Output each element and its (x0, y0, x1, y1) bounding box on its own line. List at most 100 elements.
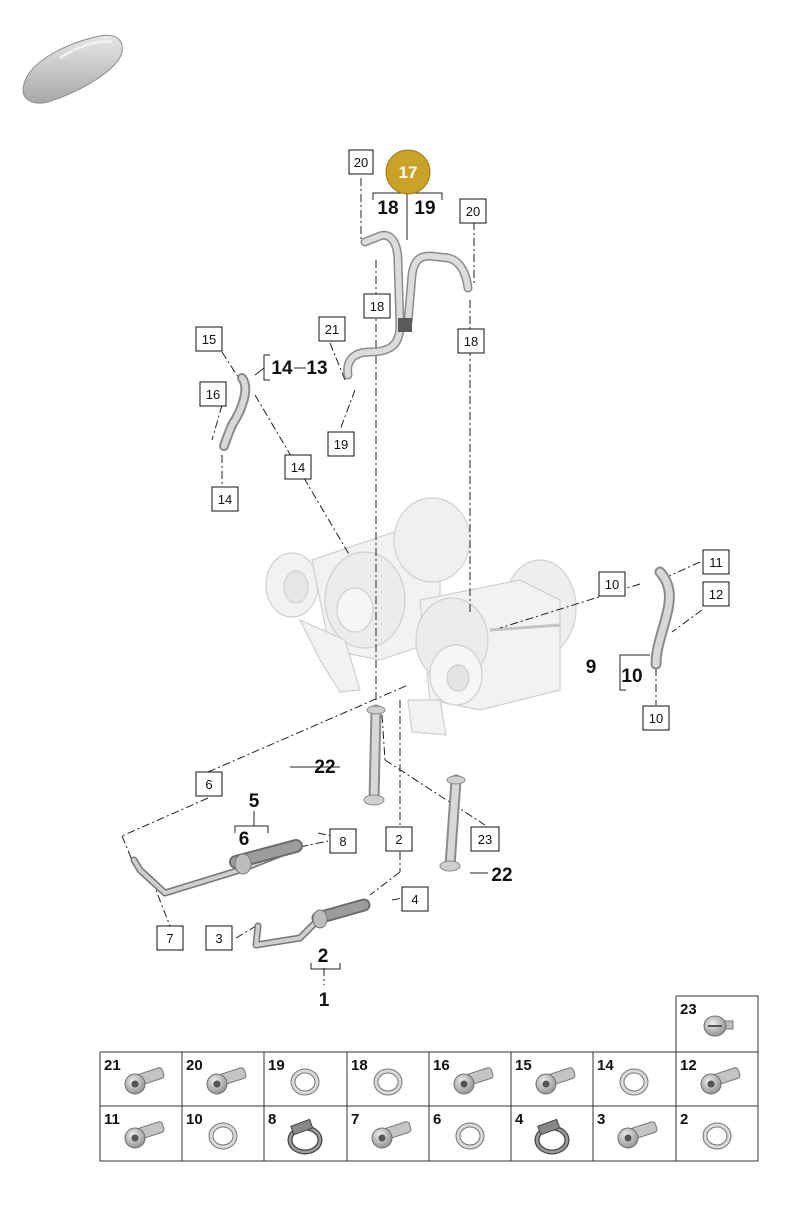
callout-3[interactable]: 3 (205, 925, 233, 951)
highlight-badge[interactable]: 17 (385, 149, 431, 195)
parts-table-cells: 23 21 20 19 18 16 15 14 12 11 10 8 7 6 4 3 2 (104, 1001, 741, 1155)
svg-text:6: 6 (205, 777, 212, 792)
ring-icon (702, 1122, 732, 1150)
bolt-icon (124, 1121, 165, 1149)
part-number: 12 (680, 1057, 697, 1074)
svg-text:18: 18 (464, 334, 478, 349)
callout-11[interactable]: 11 (702, 549, 730, 575)
callout-20a[interactable]: 20 (348, 149, 374, 175)
group-labels: 18 19 14 13 9 10 22 22 5 6 2 1 (239, 198, 643, 1011)
svg-text:23: 23 (478, 832, 492, 847)
group-label-6: 6 (239, 829, 250, 850)
part-number: 11 (104, 1111, 120, 1128)
callout-20b[interactable]: 20 (459, 198, 487, 224)
callout-2[interactable]: 2 (385, 826, 413, 852)
turbocharger-left (265, 497, 471, 693)
parts-table-cell-4[interactable]: 4 (515, 1111, 570, 1155)
part-number: 16 (433, 1057, 450, 1074)
group-label-1: 1 (319, 990, 330, 1011)
bolt-icon (206, 1067, 247, 1095)
parts-table-cell-14[interactable]: 14 (597, 1057, 649, 1096)
part-number: 14 (597, 1057, 614, 1074)
part-number: 7 (351, 1111, 359, 1128)
screw-head-icon (703, 1015, 734, 1037)
group-label-14: 14 (271, 358, 293, 379)
part-number: 2 (680, 1111, 688, 1128)
ring-icon (619, 1068, 649, 1096)
svg-text:3: 3 (215, 931, 222, 946)
bolt-icon (124, 1067, 165, 1095)
callout-18a[interactable]: 18 (363, 293, 391, 319)
turbocharger-right (407, 559, 577, 736)
svg-text:14: 14 (291, 460, 305, 475)
callout-15[interactable]: 15 (195, 326, 223, 352)
parts-table-cell-2[interactable]: 2 (680, 1111, 732, 1150)
group-label-18: 18 (377, 198, 398, 219)
callout-21[interactable]: 21 (318, 316, 346, 342)
parts-table-cell-10[interactable]: 10 (186, 1111, 238, 1150)
svg-text:14: 14 (218, 492, 232, 507)
svg-text:10: 10 (649, 711, 663, 726)
svg-text:20: 20 (466, 204, 480, 219)
parts-table-cell-21[interactable]: 21 (104, 1057, 165, 1095)
parts-table-cell-3[interactable]: 3 (597, 1111, 658, 1149)
parts-table-cell-11[interactable]: 11 (104, 1111, 165, 1149)
ring-icon (455, 1122, 485, 1150)
parts-table-cell-18[interactable]: 18 (351, 1057, 403, 1096)
group-label-19: 19 (414, 198, 435, 219)
callout-14b[interactable]: 14 (284, 454, 312, 480)
bolt-icon (371, 1121, 412, 1149)
callout-19[interactable]: 19 (327, 431, 355, 457)
parts-table-cell-16[interactable]: 16 (433, 1057, 494, 1095)
bolt-icon (700, 1067, 741, 1095)
callout-boxes: 20 20 18 18 21 19 15 16 14 14 11 10 12 1… (156, 149, 730, 951)
group-label-13: 13 (306, 358, 327, 379)
callout-14a[interactable]: 14 (211, 486, 239, 512)
part-number: 4 (515, 1111, 524, 1128)
svg-text:8: 8 (339, 834, 346, 849)
clamp-icon (534, 1118, 570, 1155)
bolt-icon (535, 1067, 576, 1095)
callout-4[interactable]: 4 (401, 886, 429, 912)
callout-8[interactable]: 8 (329, 828, 357, 854)
group-label-10: 10 (621, 666, 642, 687)
svg-text:20: 20 (354, 155, 368, 170)
parts-table-cell-20[interactable]: 20 (186, 1057, 247, 1095)
parts-table-cell-7[interactable]: 7 (351, 1111, 412, 1149)
callout-10a[interactable]: 10 (598, 571, 626, 597)
car-icon (22, 34, 123, 104)
parts-table-cell-12[interactable]: 12 (680, 1057, 741, 1095)
svg-text:11: 11 (709, 555, 723, 570)
parts-table-cell-6[interactable]: 6 (433, 1111, 485, 1150)
callout-12[interactable]: 12 (702, 581, 730, 607)
bolt-icon (453, 1067, 494, 1095)
part-number: 6 (433, 1111, 441, 1128)
callout-6[interactable]: 6 (195, 771, 223, 797)
callout-23[interactable]: 23 (470, 826, 500, 852)
callout-7[interactable]: 7 (156, 925, 184, 951)
svg-text:12: 12 (709, 587, 723, 602)
svg-text:4: 4 (411, 892, 418, 907)
svg-text:21: 21 (325, 322, 339, 337)
parts-table-cell-8[interactable]: 8 (268, 1111, 323, 1155)
group-label-5: 5 (249, 791, 260, 812)
part-number: 3 (597, 1111, 605, 1128)
highlight-badge-label: 17 (399, 163, 418, 182)
clamp-icon (287, 1118, 323, 1155)
parts-table-cell-15[interactable]: 15 (515, 1057, 576, 1095)
vent-lines-lower (130, 839, 371, 949)
parts-table-cell-23[interactable]: 23 (680, 1001, 734, 1037)
part-number: 20 (186, 1057, 203, 1074)
svg-text:10: 10 (605, 577, 619, 592)
svg-text:15: 15 (202, 332, 216, 347)
callout-18b[interactable]: 18 (457, 328, 485, 354)
ring-icon (290, 1068, 320, 1096)
group-label-9: 9 (586, 657, 597, 678)
part-number: 21 (104, 1057, 121, 1074)
parts-table-cell-19[interactable]: 19 (268, 1057, 320, 1096)
group-label-2: 2 (318, 946, 329, 967)
part-number: 8 (268, 1111, 276, 1128)
callout-10b[interactable]: 10 (642, 705, 670, 731)
callout-16[interactable]: 16 (199, 381, 227, 407)
